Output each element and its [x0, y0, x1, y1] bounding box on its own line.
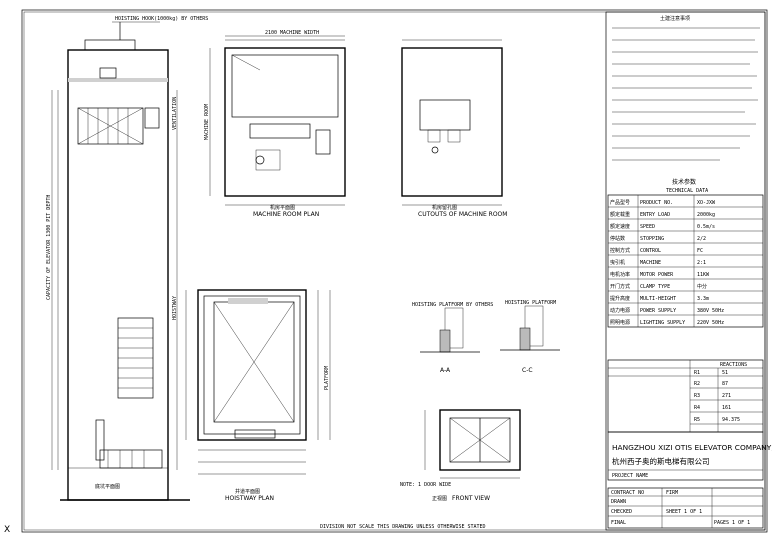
reaction-key: R2: [694, 381, 700, 387]
cutouts-plan: CUTOUTS OF MACHINE ROOM 机房留孔图: [401, 39, 507, 218]
tech-row-cn: 照明电源: [610, 319, 630, 326]
svg-text:机房留孔图: 机房留孔图: [432, 204, 457, 211]
svg-text:CAPACITY OF ELEVATOR 1300 PIT: CAPACITY OF ELEVATOR 1300 PIT DEPTH: [46, 195, 52, 300]
front-view-title: FRONT VIEW: [452, 495, 490, 502]
tech-row-en: CONTROL: [640, 248, 661, 254]
reactions-heading: REACTIONS: [720, 362, 747, 368]
reaction-value: 161: [722, 405, 731, 411]
svg-text:正视图: 正视图: [432, 495, 447, 502]
svg-text:机房平面图: 机房平面图: [270, 204, 295, 211]
company-name-en: HANGZHOU XIZI OTIS ELEVATOR COMPANY, LTD…: [612, 443, 772, 452]
tech-row-en: PRODUCT NO.: [640, 200, 673, 206]
reaction-key: R5: [694, 417, 700, 423]
tech-row-cn: 动力电源: [610, 307, 630, 314]
tech-row-val: 2/2: [697, 236, 706, 242]
reaction-key: R4: [694, 405, 700, 411]
sheet-label: SHEET 1 OF 1: [666, 509, 702, 515]
tech-row-en: LIGHTING SUPPLY: [640, 320, 685, 326]
corner-mark: X: [4, 525, 10, 535]
machine-room-plan: 2100 MACHINE WIDTH MACHINE ROOM MACHINE …: [204, 30, 346, 218]
tech-row-en: MACHINE: [640, 260, 661, 266]
svg-text:HOISTING PLATFORM: HOISTING PLATFORM: [505, 300, 556, 306]
svg-text:PLATFORM: PLATFORM: [324, 366, 330, 390]
tech-row-val: XO-JXW: [697, 200, 716, 206]
inner-border: [23, 11, 766, 531]
cutouts-title: CUTOUTS OF MACHINE ROOM: [418, 211, 507, 218]
hoist-hook-label: HOISTING HOOK(1000kg) BY OTHERS: [115, 16, 208, 22]
reaction-value: 87: [722, 381, 728, 387]
checked-label: CHECKED: [611, 509, 632, 515]
hoistway-plan-title: HOISTWAY PLAN: [225, 495, 274, 502]
tech-row-cn: 产品型号: [610, 199, 630, 206]
reaction-value: 271: [722, 393, 731, 399]
front-view: NOTE: 1 DOOR WIDE FRONT VIEW 正视图: [400, 409, 521, 502]
notes-heading: 土建注意事项: [660, 15, 690, 22]
section-cc-label: C-C: [522, 367, 533, 374]
tech-row-val: 3.3m: [697, 296, 709, 302]
tech-row-en: POWER SUPPLY: [640, 308, 676, 314]
hoistway-section-elevation: HOISTING HOOK(1000kg) BY OTHERS CAPACITY…: [46, 16, 208, 501]
svg-text:井道平面图: 井道平面图: [235, 488, 260, 495]
svg-text:底坑平面图: 底坑平面图: [95, 483, 120, 490]
tech-row-val: FC: [697, 248, 703, 254]
svg-text:NOTE: 1 DOOR WIDE: NOTE: 1 DOOR WIDE: [400, 482, 451, 488]
tech-row-en: STOPPING: [640, 236, 664, 242]
sheet-border: [21, 9, 768, 533]
tech-row-cn: 电机功率: [610, 271, 630, 278]
tech-row-cn: 曳引机: [610, 259, 625, 266]
project-name-label: PROJECT NAME: [612, 473, 648, 479]
reaction-key: R3: [694, 393, 700, 399]
tech-row-cn: 控制方式: [610, 247, 630, 254]
tech-row-val: 2000kg: [697, 212, 715, 218]
tech-row-cn: 提升高度: [610, 295, 630, 302]
footer-note: DIVISION NOT SCALE THIS DRAWING UNLESS O…: [320, 524, 486, 530]
tech-row-val: 11KW: [697, 272, 710, 278]
reaction-value: 51: [722, 370, 728, 376]
hoistway-plan: PLATFORM HOISTWAY PLAN 井道平面图: [185, 289, 331, 502]
machine-room-plan-title: MACHINE ROOM PLAN: [253, 211, 319, 218]
section-details: HOISTING PLATFORM BY OTHERS A-A HOISTING…: [412, 300, 560, 374]
svg-text:HOISTING PLATFORM BY OTHERS: HOISTING PLATFORM BY OTHERS: [412, 302, 493, 308]
tech-row-cn: 额定速度: [610, 223, 630, 230]
tech-row-val: 0.5m/s: [697, 224, 715, 230]
reaction-key: R1: [694, 370, 700, 376]
final-label: FINAL: [611, 520, 626, 526]
company-name-cn: 杭州西子奥的斯电梯有限公司: [612, 456, 710, 466]
svg-text:MACHINE ROOM: MACHINE ROOM: [204, 104, 210, 140]
svg-text:VENTILATION: VENTILATION: [172, 97, 178, 130]
tech-data-heading: 技术参数: [672, 178, 696, 186]
firm-label: FIRM: [666, 490, 678, 496]
svg-text:2100 MACHINE WIDTH: 2100 MACHINE WIDTH: [265, 30, 319, 36]
tech-data-heading-en: TECHNICAL DATA: [666, 188, 708, 194]
tech-row-val: 220V 50Hz: [697, 320, 724, 326]
tech-row-en: ENTRY LOAD: [640, 212, 670, 218]
tech-row-en: MOTOR POWER: [640, 272, 674, 278]
tech-row-en: SPEED: [640, 224, 655, 230]
reaction-value: 94.375: [722, 417, 740, 423]
tech-row-val: 2:1: [697, 260, 706, 266]
tech-row-val: 380V 50Hz: [697, 308, 724, 314]
contract-no-label: CONTRACT NO: [611, 490, 644, 496]
pages-label: PAGES 1 OF 1: [714, 520, 750, 526]
tech-row-cn: 额定载重: [610, 211, 630, 218]
tech-row-en: CLAMP TYPE: [640, 284, 670, 290]
tech-row-cn: 停站数: [610, 235, 625, 242]
section-aa-label: A-A: [440, 367, 451, 374]
drawn-label: DRAWN: [611, 499, 626, 505]
svg-text:HOISTWAY: HOISTWAY: [172, 296, 178, 320]
tech-row-val: 中分: [697, 283, 707, 290]
title-block: 土建注意事项 技术参数 TECHNICAL DATA 产品型号 PRODUCT …: [605, 11, 772, 531]
tech-row-cn: 开门方式: [610, 283, 630, 290]
tech-row-en: MULTI-HEIGHT: [640, 296, 676, 302]
